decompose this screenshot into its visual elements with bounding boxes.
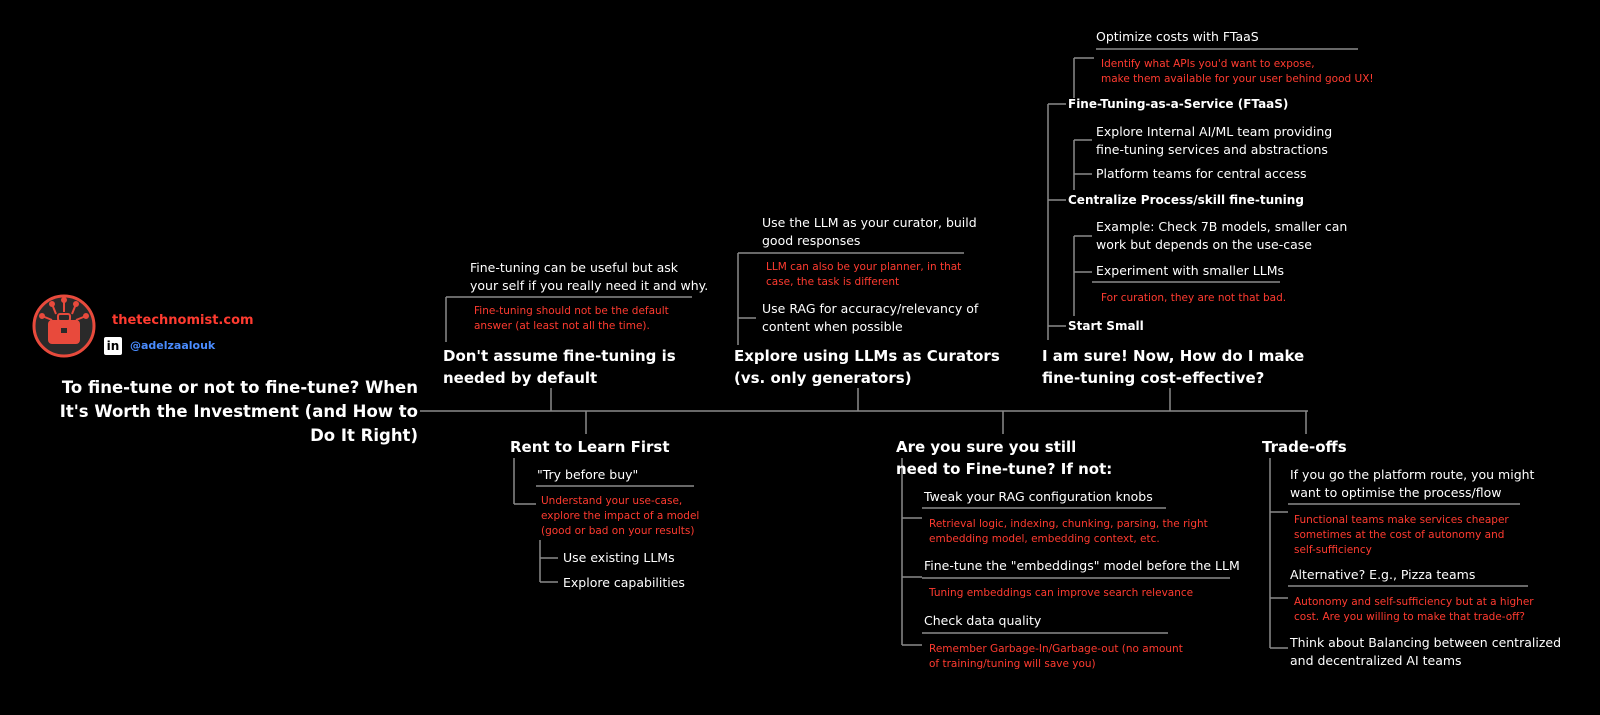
b6-item3: Think about Balancing between centralize… xyxy=(1290,635,1562,668)
b6-heading: Trade-offs xyxy=(1262,438,1347,456)
b4-item3: Check data quality xyxy=(924,613,1042,628)
linkedin-handle[interactable]: @adelzaalouk xyxy=(130,339,216,352)
b5-s3a-red: Identify what APIs you'd want to expose,… xyxy=(1101,58,1374,85)
b5-s2a: Explore Internal AI/ML team providing fi… xyxy=(1096,124,1333,157)
b4-item2: Fine-tune the "embeddings" model before … xyxy=(924,558,1240,573)
b4-item1: Tweak your RAG configuration knobs xyxy=(924,489,1153,504)
b6-item1: If you go the platform route, you might … xyxy=(1290,467,1535,500)
b6-red1: Functional teams make services cheaper s… xyxy=(1294,514,1509,556)
b4-red3: Remember Garbage-In/Garbage-out (no amou… xyxy=(929,643,1183,670)
b5-heading: I am sure! Now, How do I make fine-tunin… xyxy=(1042,347,1305,387)
b1-red-note: Fine-tuning should not be the default an… xyxy=(474,305,669,332)
diagram-title: To fine-tune or not to fine-tune? When I… xyxy=(59,378,418,445)
b4-red2: Tuning embeddings can improve search rel… xyxy=(929,587,1194,599)
b5-s1b-red: For curation, they are not that bad. xyxy=(1101,292,1287,304)
b2-red1: Understand your use-case, explore the im… xyxy=(541,495,700,537)
b3-red1: LLM can also be your planner, in that ca… xyxy=(766,261,962,288)
b5-s1b: Experiment with smaller LLMs xyxy=(1096,263,1285,278)
b5-s2b: Platform teams for central access xyxy=(1096,166,1307,181)
b5-s1a: Example: Check 7B models, smaller can wo… xyxy=(1096,219,1348,252)
b3-item1: Use the LLM as your curator, build good … xyxy=(762,215,977,248)
brand-site[interactable]: thetechnomist.com xyxy=(112,313,254,328)
b3-heading: Explore using LLMs as Curators (vs. only… xyxy=(734,347,1000,387)
b2-heading: Rent to Learn First xyxy=(510,438,670,456)
b2-item3: Explore capabilities xyxy=(563,575,685,590)
b6-red2: Autonomy and self-sufficiency but at a h… xyxy=(1294,596,1534,623)
b4-red1: Retrieval logic, indexing, chunking, par… xyxy=(929,518,1208,545)
b5-s2: Centralize Process/skill fine-tuning xyxy=(1068,193,1304,207)
linkedin-icon[interactable]: in xyxy=(104,337,122,355)
b5-s1: Start Small xyxy=(1068,319,1144,333)
b6-item2: Alternative? E.g., Pizza teams xyxy=(1290,567,1476,582)
b1-note: Fine-tuning can be useful but ask your s… xyxy=(470,260,709,293)
b5-s3a: Optimize costs with FTaaS xyxy=(1096,29,1259,44)
b5-s3: Fine-Tuning-as-a-Service (FTaaS) xyxy=(1068,97,1289,111)
b4-heading: Are you sure you still need to Fine-tune… xyxy=(896,438,1113,478)
technomist-logo-icon xyxy=(32,294,96,358)
b1-heading: Don't assume fine-tuning is needed by de… xyxy=(443,347,676,387)
b2-item2: Use existing LLMs xyxy=(563,550,675,565)
b3-item2: Use RAG for accuracy/relevancy of conten… xyxy=(762,301,979,334)
b2-item1: "Try before buy" xyxy=(537,467,639,482)
